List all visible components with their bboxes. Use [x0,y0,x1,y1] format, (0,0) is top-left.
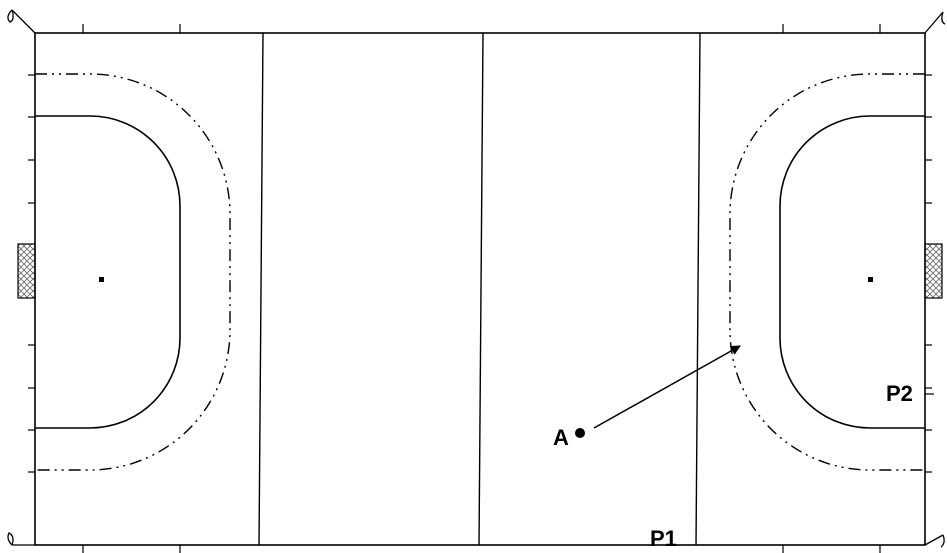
penalty-mark-left [99,277,104,282]
corner-flags [7,9,946,548]
pass-arrow [593,345,741,429]
goal-area-line-right [779,115,925,429]
goal-net-icon [924,243,943,299]
goal-net-icon [17,243,36,299]
player-a-dot [575,428,585,438]
penalty-mark-right [868,277,873,282]
point-p1-label: P1 [650,526,677,551]
free-throw-line-left [35,73,231,471]
divider-line-left [258,32,264,546]
center-line [478,32,484,546]
player-a-label: A [553,425,569,450]
divider-line-right [695,32,701,546]
goal-area-line-left [35,115,181,429]
boundary-tick-marks [28,24,932,553]
point-p2-label: P2 [886,381,913,406]
free-throw-line-right [729,73,925,471]
